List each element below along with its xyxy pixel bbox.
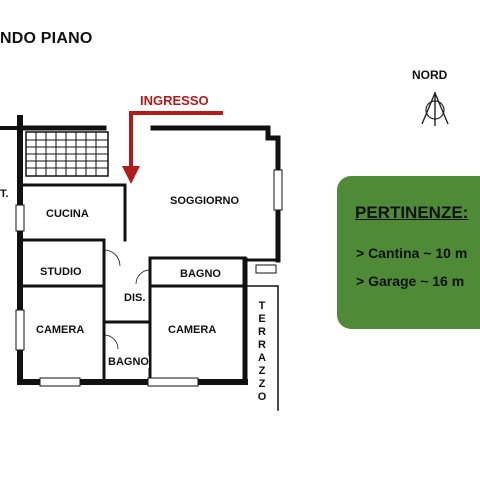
- page-title: NDO PIANO: [0, 30, 93, 47]
- pertinenze-item-cantina: > Cantina ~ 10 m: [356, 245, 468, 261]
- room-terrazzo: T E R R A Z Z O: [257, 300, 267, 403]
- north-label: NORD: [412, 68, 448, 82]
- pertinenze-title: PERTINENZE:: [355, 203, 469, 222]
- room-camera-right: CAMERA: [168, 324, 217, 336]
- room-soggiorno: SOGGIORNO: [170, 195, 240, 207]
- pertinenze-panel: [337, 176, 480, 329]
- north-arrow-icon: [421, 92, 449, 126]
- room-t-label: T.: [0, 188, 9, 200]
- room-bagno-upper: BAGNO: [180, 268, 221, 280]
- entrance-arrow-icon: [122, 111, 223, 184]
- entrance-label: INGRESSO: [140, 93, 209, 108]
- room-studio: STUDIO: [40, 266, 82, 278]
- room-disimpegno: DIS.: [124, 292, 146, 304]
- room-cucina: CUCINA: [46, 208, 89, 220]
- room-bagno-lower: BAGNO: [108, 356, 149, 368]
- floor-plan: [0, 115, 283, 411]
- pertinenze-item-garage: > Garage ~ 16 m: [356, 273, 465, 289]
- room-camera-left: CAMERA: [36, 324, 85, 336]
